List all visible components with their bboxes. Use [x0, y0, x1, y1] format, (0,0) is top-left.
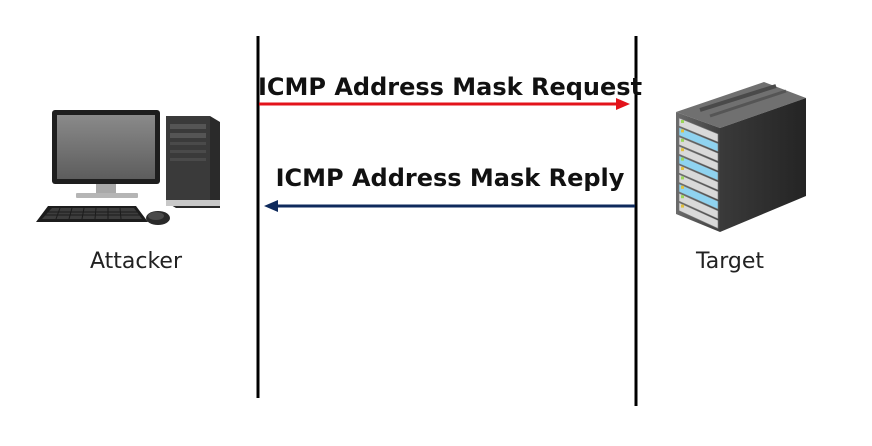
rack-led	[681, 120, 684, 123]
server-rack-icon	[676, 82, 806, 232]
rack-unit	[678, 136, 719, 162]
request-label: ICMP Address Mask Request	[258, 73, 642, 101]
rack-unit	[678, 202, 719, 229]
rack-led	[681, 148, 684, 152]
rack-led	[681, 176, 684, 180]
rack-led	[681, 185, 684, 189]
rack-unit	[678, 117, 719, 143]
target-label: Target	[695, 249, 764, 274]
rack-led	[681, 157, 684, 161]
rack-led	[681, 195, 684, 199]
reply-label: ICMP Address Mask Reply	[276, 164, 625, 192]
request-arrow	[259, 98, 630, 110]
rack-unit	[678, 145, 719, 172]
rack-unit	[678, 155, 719, 181]
desktop-computer-icon	[36, 110, 220, 225]
rack-unit	[678, 126, 719, 153]
rack-led	[681, 204, 684, 208]
rack-led	[681, 138, 684, 142]
rack-unit	[678, 192, 719, 220]
attacker-label: Attacker	[90, 249, 183, 274]
reply-arrow	[264, 200, 635, 212]
rack-led	[681, 129, 684, 133]
rack-unit	[678, 164, 719, 191]
rack-led	[681, 167, 684, 170]
rack-unit	[678, 183, 719, 210]
rack-unit	[678, 173, 719, 201]
